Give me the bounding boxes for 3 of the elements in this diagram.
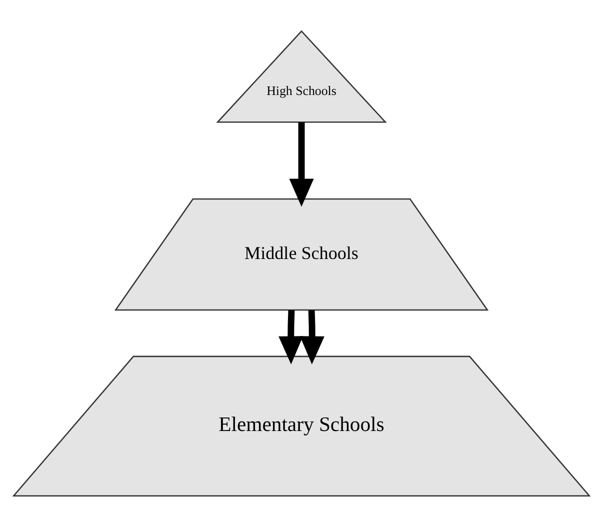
arrow [278,310,304,364]
arrow [300,310,324,364]
arrow [289,122,314,206]
